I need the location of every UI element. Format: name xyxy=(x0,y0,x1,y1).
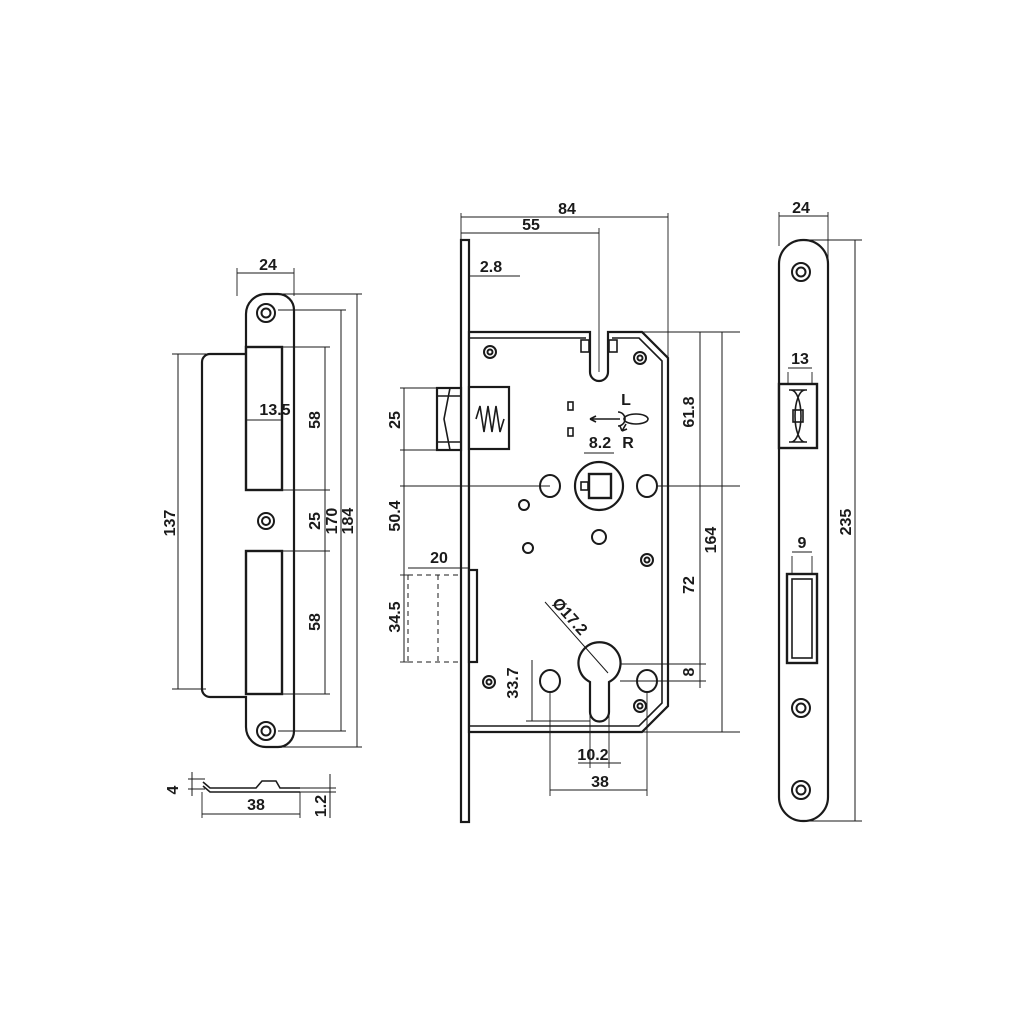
dead-bolt xyxy=(407,568,479,664)
lock-body: L R xyxy=(387,201,740,824)
forend-thickness-label: 2.8 xyxy=(480,259,502,276)
strike-profile-outline xyxy=(202,780,300,789)
handle-to-cylinder-label: 72 xyxy=(681,576,698,594)
profile-cylinder-cutout xyxy=(577,641,622,723)
square-spindle-label: 8.2 xyxy=(589,435,611,452)
lock-backset-label: 55 xyxy=(522,217,540,234)
strike-lower-slot-height-label: 58 xyxy=(307,613,324,631)
cylinder-slot-left xyxy=(539,669,561,693)
strike-slot-gap-label: 25 xyxy=(307,512,324,530)
fixing-spacing-label: 38 xyxy=(591,774,609,791)
lock-case-outline xyxy=(467,330,670,734)
cylinder-width-label: 10.2 xyxy=(577,747,608,764)
latch-slot xyxy=(777,382,819,450)
handing-arrow-icon xyxy=(589,411,649,432)
strike-upper-slot xyxy=(244,345,284,492)
strike-width-label: 24 xyxy=(259,257,277,274)
lock-forend-front: 24 13 9 235 xyxy=(777,200,862,823)
strike-profile-width-label: 38 xyxy=(247,797,265,814)
bolt-width-label: 20 xyxy=(430,550,448,567)
hand-left-label: L xyxy=(621,392,631,409)
latch-spring xyxy=(475,405,505,433)
lock-forend-plate xyxy=(459,238,471,824)
latch-slot-width-label: 13 xyxy=(791,351,809,368)
square-spindle-hole xyxy=(587,472,613,500)
strike-profile-depth-label: 4 xyxy=(165,785,182,794)
latch-height-label: 25 xyxy=(387,411,404,429)
handle-offset-label: 61.8 xyxy=(681,396,698,427)
latch-to-handle-label: 50.4 xyxy=(387,500,404,531)
bolt-slot-width-label: 9 xyxy=(798,535,807,552)
bolt-height-label: 34.5 xyxy=(387,601,404,632)
strike-plate: 24 13.5 58 25 58 170 184 137 xyxy=(162,257,362,749)
strike-lip-height-label: 137 xyxy=(162,510,179,537)
lock-total-width-label: 84 xyxy=(558,201,576,218)
body-height-label: 164 xyxy=(703,527,720,554)
forend-total-height-label: 235 xyxy=(838,509,855,536)
strike-upper-slot-height-label: 58 xyxy=(307,411,324,429)
cylinder-height-label: 33.7 xyxy=(505,667,522,698)
strike-total-height-label: 184 xyxy=(340,508,357,535)
latch-bolt xyxy=(435,385,511,452)
follower-slot-right xyxy=(636,474,658,498)
hand-right-label: R xyxy=(622,435,634,452)
strike-thickness-label: 1.2 xyxy=(313,795,330,817)
strike-plate-profile: 4 38 1.2 xyxy=(165,772,336,818)
strike-lower-slot xyxy=(244,549,284,696)
forend-width-label: 24 xyxy=(792,200,810,217)
cylinder-offset-label: 8 xyxy=(681,667,698,676)
strike-inner-height-label: 170 xyxy=(324,508,341,535)
forend-outline xyxy=(777,238,830,823)
strike-slot-width-label: 13.5 xyxy=(259,402,290,419)
